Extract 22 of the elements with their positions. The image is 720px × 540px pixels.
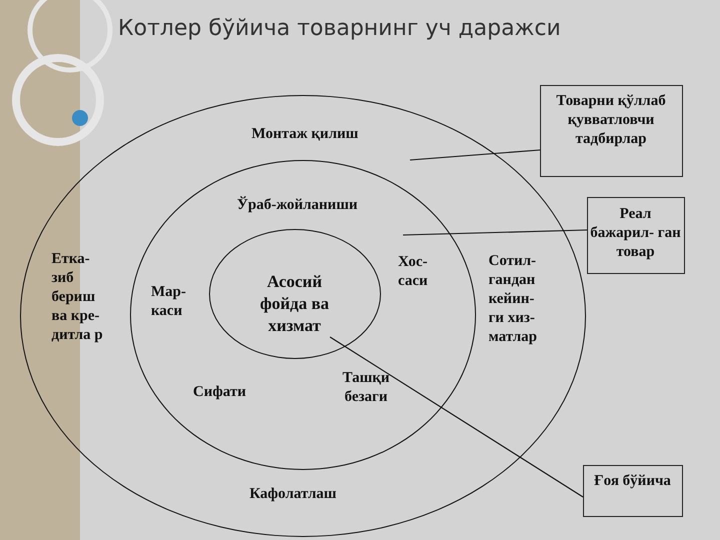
ring-ellipse <box>130 160 476 470</box>
title: Котлер бўйича товарнинг уч даражси <box>118 16 561 41</box>
ring-label: Хос- саси <box>398 253 429 291</box>
callout-text: Реал бажарил- ган товар <box>589 204 682 262</box>
ring-label: Ташқи безаги <box>341 369 391 407</box>
leader-line <box>402 229 588 236</box>
callout-box <box>583 465 683 517</box>
callout-box <box>540 85 683 177</box>
ring-label: Монтаж қилиш <box>252 124 358 144</box>
ring-label: Кафолатлаш <box>250 484 336 504</box>
callout-box <box>587 197 685 274</box>
ring-label: Етка- зиб бериш ва кре- дитла р <box>52 250 104 344</box>
ring-label: Мар- каси <box>151 283 187 321</box>
callout-text: Товарни қўллаб қувватловчи тадбирлар <box>555 92 667 148</box>
ring-label: Асосий фойда ва хизмат <box>258 270 330 336</box>
callout-text: Ғоя бўйича <box>593 472 672 490</box>
ring-label: Сифати <box>193 383 246 402</box>
leader-line <box>330 336 584 498</box>
ring-label: Сотил- гандан кейин- ги хиз- матлар <box>488 252 538 346</box>
leader-line <box>410 149 540 161</box>
ring-ellipse <box>209 229 381 359</box>
ring-label: Ўраб-жойланиши <box>237 196 358 215</box>
